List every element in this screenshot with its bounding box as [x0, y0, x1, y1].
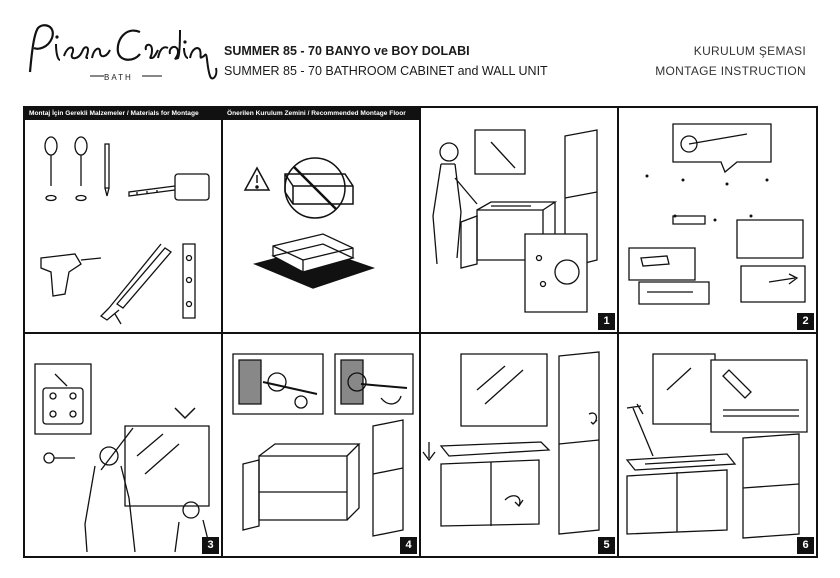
level-tool-icon	[673, 216, 705, 224]
adjuster-detail-left-icon	[233, 354, 323, 414]
hanger-detail-inset-icon	[35, 364, 91, 434]
step-1-panel: 1	[421, 108, 619, 334]
step-2-illustration	[619, 108, 816, 334]
drill-icon	[41, 254, 101, 296]
brand-subtitle: BATH	[104, 73, 133, 82]
document-type-block: KURULUM ŞEMASI MONTAGE INSTRUCTION	[655, 41, 806, 81]
tall-cabinet-icon	[559, 352, 599, 534]
product-title-en: SUMMER 85 - 70 BATHROOM CABINET and WALL…	[224, 64, 548, 78]
product-title-block: SUMMER 85 - 70 BANYO ve BOY DOLABI SUMME…	[224, 41, 548, 81]
vanity-cabinet-icon	[243, 444, 359, 530]
wall-unit-icon	[373, 420, 403, 536]
step-3-illustration	[25, 334, 223, 556]
mirror-cabinet-icon	[125, 426, 209, 506]
person-measuring-icon	[433, 143, 477, 264]
materials-panel-label: Montaj İçin Gerekli Malzemeler / Materia…	[25, 108, 221, 120]
step-5-number: 5	[598, 537, 615, 554]
pencil-icon	[105, 144, 109, 196]
product-title-tr: SUMMER 85 - 70 BANYO ve BOY DOLABI	[224, 44, 470, 58]
mirror-icon	[461, 354, 547, 426]
step-5-panel: 5	[421, 334, 619, 556]
screwdriver-phillips-icon	[75, 137, 87, 201]
tape-measure-icon	[129, 174, 209, 200]
step-6-number: 6	[797, 537, 814, 554]
recommended-floor-label: Önerilen Kurulum Zemini / Recommended Mo…	[223, 108, 419, 120]
level-icon	[183, 244, 195, 318]
step-1-illustration	[421, 108, 619, 334]
floor-illustration	[223, 108, 421, 334]
wall-grid-icon	[645, 174, 769, 222]
caulking-gun-icon	[627, 404, 653, 456]
bracket-inset-icon	[737, 220, 805, 302]
step-4-number: 4	[400, 537, 417, 554]
pierre-cardin-logo	[28, 24, 218, 80]
step-3-number: 3	[202, 537, 219, 554]
page-header: BATH SUMMER 85 - 70 BANYO ve BOY DOLABI …	[0, 0, 840, 105]
basin-cabinet-icon	[423, 442, 549, 526]
detail-inset-icon	[475, 130, 587, 312]
document-type-tr: KURULUM ŞEMASI	[693, 44, 806, 58]
screwdriver-flat-icon	[45, 137, 57, 201]
step-2-panel: 2	[619, 108, 816, 334]
correct-floor-icon	[255, 234, 373, 288]
warning-icon	[245, 168, 269, 190]
mirror-cabinet-icon	[653, 354, 715, 424]
step-6-panel: 6	[619, 334, 816, 556]
document-type-en: MONTAGE INSTRUCTION	[655, 64, 806, 78]
tall-cabinet-icon	[743, 434, 799, 538]
step-5-illustration	[421, 334, 619, 556]
screw-icon	[44, 453, 75, 463]
tools-illustration	[25, 108, 223, 334]
arrow-down-icon	[175, 408, 195, 418]
step-4-panel: 4	[223, 334, 421, 556]
step-4-illustration	[223, 334, 421, 556]
step-3-panel: 3	[25, 334, 223, 556]
basin-cabinet-icon	[627, 454, 735, 534]
caulking-gun-icon	[101, 244, 171, 324]
step-2-number: 2	[797, 313, 814, 330]
wall-anchor-bubble-icon	[673, 124, 771, 172]
instruction-grid: Montaj İçin Gerekli Malzemeler / Materia…	[23, 106, 818, 558]
tall-unit-icon	[565, 130, 597, 268]
drill-anchor-inset-icon	[629, 248, 709, 304]
recommended-floor-panel: Önerilen Kurulum Zemini / Recommended Mo…	[223, 108, 421, 334]
step-1-number: 1	[598, 313, 615, 330]
silicone-detail-inset-icon	[711, 360, 807, 432]
materials-panel: Montaj İçin Gerekli Malzemeler / Materia…	[25, 108, 223, 334]
wrong-floor-icon	[285, 158, 353, 218]
adjuster-detail-right-icon	[335, 354, 413, 414]
step-6-illustration	[619, 334, 816, 556]
